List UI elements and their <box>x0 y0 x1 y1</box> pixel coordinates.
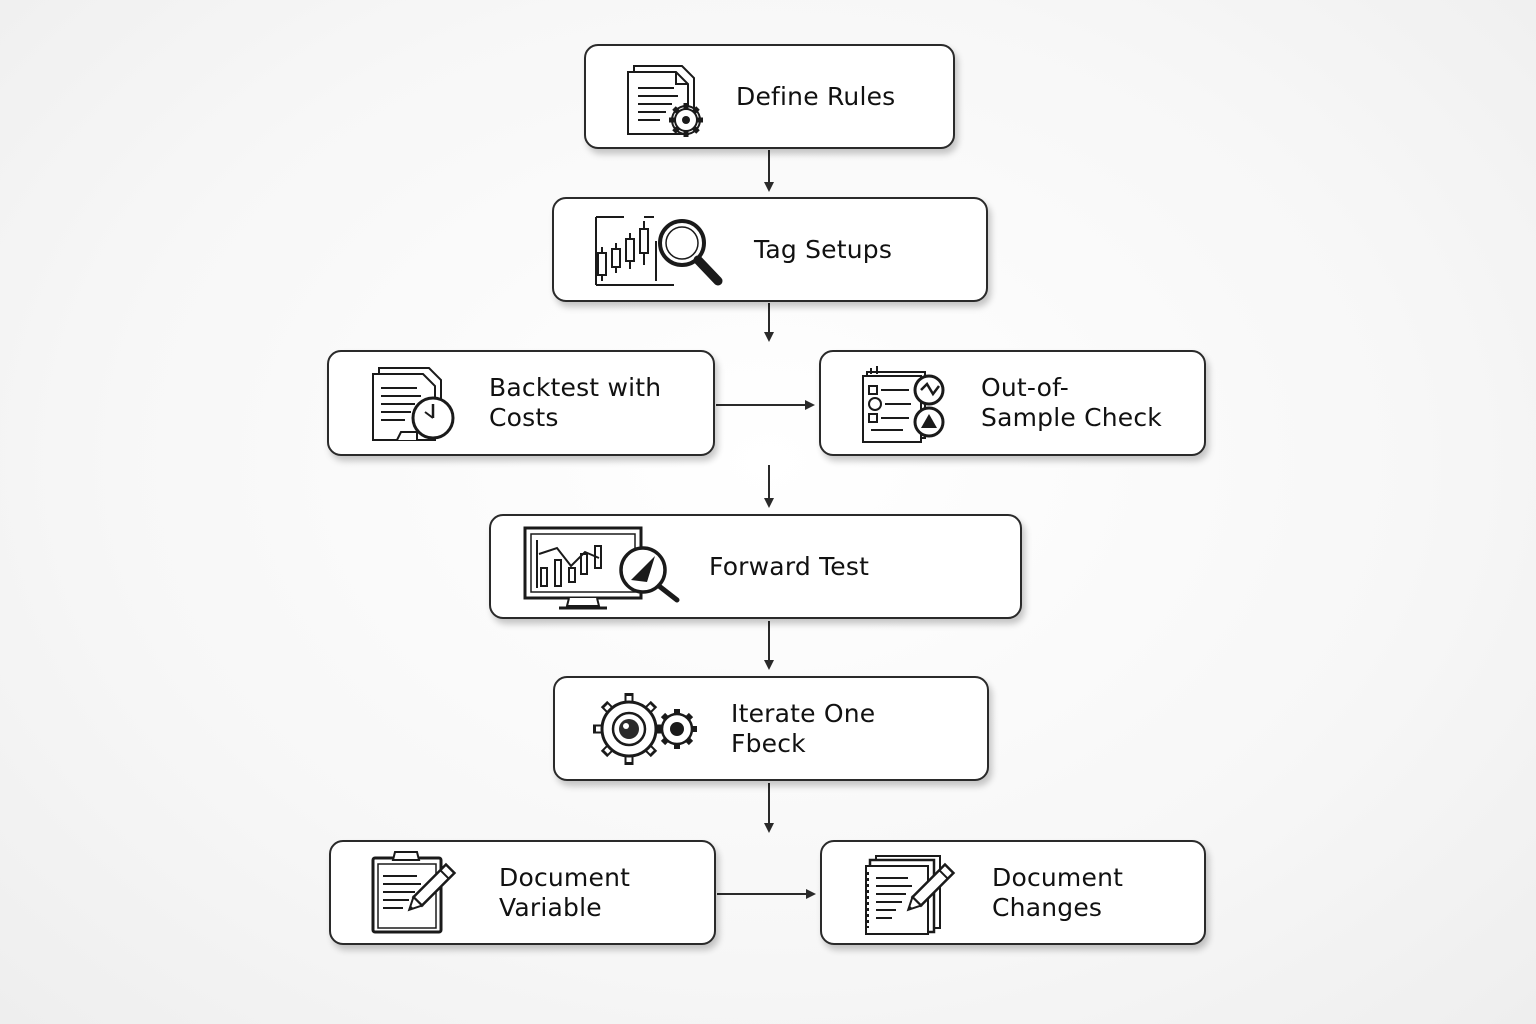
clipboard-check-icon <box>859 360 955 446</box>
node-out-of-sample-check: Out-of- Sample Check <box>819 350 1206 456</box>
node-label: Iterate One Fbeck <box>731 698 876 758</box>
documents-pencil-icon <box>862 850 958 936</box>
node-label: Out-of- Sample Check <box>981 373 1162 432</box>
node-document-changes: Document Changes <box>820 840 1206 945</box>
clipboard-pencil-icon <box>367 850 463 936</box>
gears-icon <box>587 686 707 772</box>
node-backtest-with-costs: Backtest with Costs <box>327 350 715 456</box>
node-label: Backtest with Costs <box>489 373 662 432</box>
node-iterate-one-fbeck: Iterate One Fbeck <box>553 676 989 781</box>
node-forward-test: Forward Test <box>489 514 1022 619</box>
node-label: Define Rules <box>736 81 896 111</box>
monitor-chart-magnifier-icon <box>523 524 683 610</box>
node-label: Tag Setups <box>754 234 893 264</box>
document-clock-icon <box>367 360 463 446</box>
node-tag-setups: Tag Setups <box>552 197 988 302</box>
node-label: Document Changes <box>992 862 1124 922</box>
node-label: Document Variable <box>499 862 631 922</box>
candlestick-magnifier-icon <box>584 207 734 293</box>
document-gear-icon <box>620 54 716 140</box>
node-label: Forward Test <box>709 551 870 581</box>
node-document-variable: Document Variable <box>329 840 716 945</box>
node-define-rules: Define Rules <box>584 44 955 149</box>
